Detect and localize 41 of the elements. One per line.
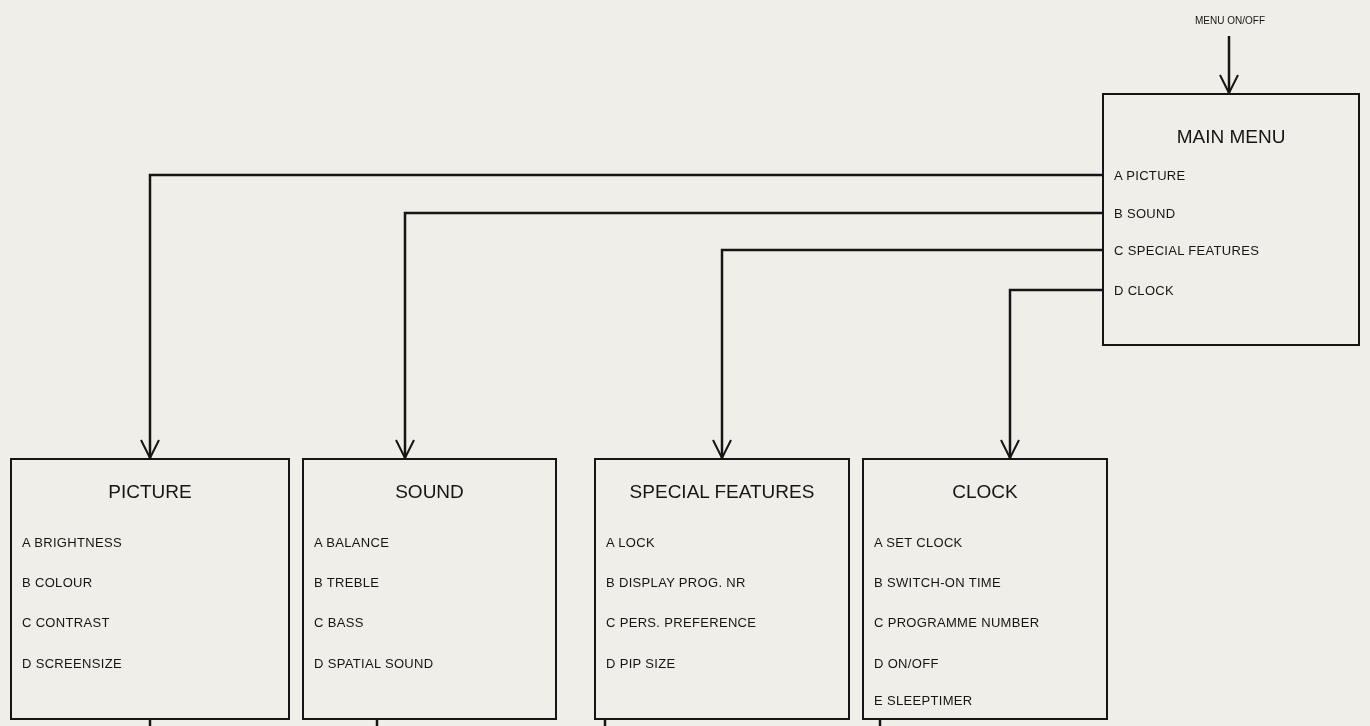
menu-box (302, 458, 557, 720)
menu-item: C SPECIAL FEATURES (1114, 244, 1260, 257)
menu-item: E SLEEPTIMER (874, 694, 973, 707)
menu-item: A BALANCE (314, 536, 390, 549)
arrow (1219, 36, 1239, 94)
menu-item: B SOUND (1114, 207, 1176, 220)
menu-item: C PERS. PREFERENCE (606, 616, 757, 629)
menu-box (862, 458, 1108, 720)
menu-title: MAIN MENU (1175, 127, 1287, 146)
menu-button-label: MENU ON/OFF (1172, 16, 1288, 26)
menu-box (1102, 93, 1360, 346)
menu-item: C PROGRAMME NUMBER (874, 616, 1040, 629)
connector-line (148, 720, 152, 726)
menu-item: B DISPLAY PROG. NR (606, 576, 746, 589)
menu-item: B SWITCH-ON TIME (874, 576, 1001, 589)
menu-title: SPECIAL FEATURES (628, 482, 816, 501)
menu-item: A SET CLOCK (874, 536, 963, 549)
arrow (712, 248, 1102, 459)
connector-line (375, 720, 379, 726)
menu-item: A PICTURE (1114, 169, 1186, 182)
menu-box (594, 458, 850, 720)
arrow (140, 173, 1102, 459)
menu-title: SOUND (394, 482, 465, 501)
connector-line (878, 720, 882, 726)
menu-item: D SPATIAL SOUND (314, 657, 434, 670)
menu-item: C BASS (314, 616, 364, 629)
connector-line (603, 720, 607, 726)
menu-title: CLOCK (951, 482, 1019, 501)
arrow (395, 211, 1102, 459)
menu-item: B TREBLE (314, 576, 380, 589)
menu-item: A BRIGHTNESS (22, 536, 122, 549)
menu-item: A LOCK (606, 536, 655, 549)
menu-item: C CONTRAST (22, 616, 110, 629)
arrow (1000, 288, 1102, 459)
menu-item: D SCREENSIZE (22, 657, 122, 670)
menu-item: B COLOUR (22, 576, 93, 589)
menu-title: PICTURE (107, 482, 193, 501)
menu-item: D PIP SIZE (606, 657, 676, 670)
menu-item: D ON/OFF (874, 657, 939, 670)
menu-item: D CLOCK (1114, 284, 1175, 297)
menu-box (10, 458, 290, 720)
